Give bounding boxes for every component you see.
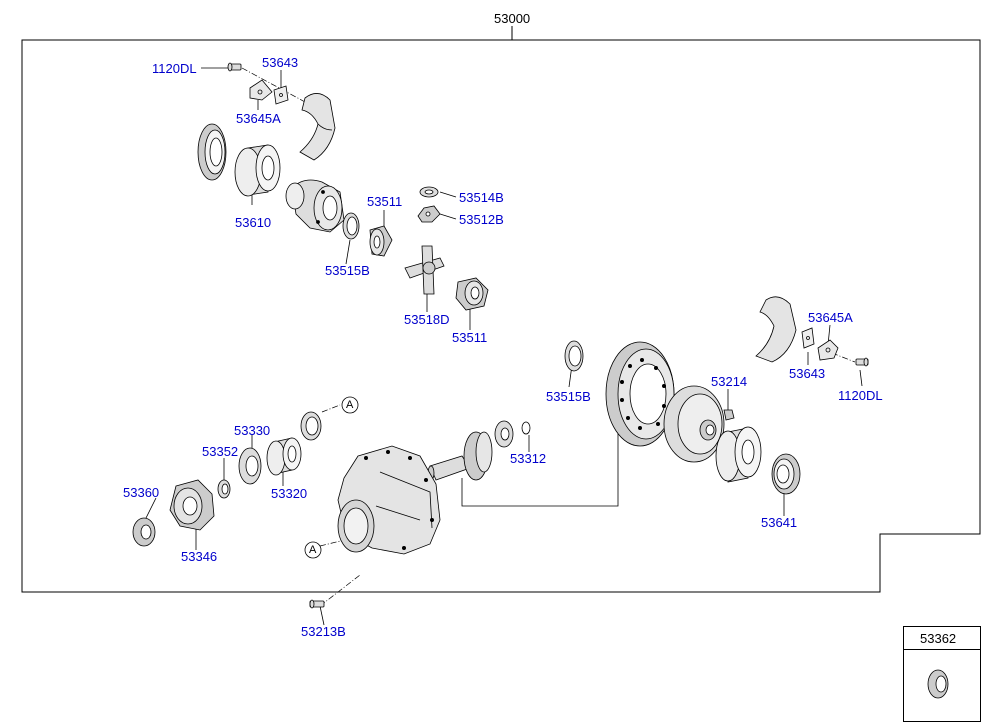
callout-53515b-right[interactable]: 53515B bbox=[546, 389, 591, 404]
assembly-number-label[interactable]: 53000 bbox=[494, 11, 531, 26]
side-gear-53511-top bbox=[369, 225, 393, 257]
callout-53645a-left[interactable]: 53645A bbox=[236, 111, 281, 126]
side-gear-53511-bottom bbox=[455, 277, 489, 311]
leader-lines bbox=[144, 67, 863, 626]
pinion-washer-53514b bbox=[419, 186, 439, 198]
callout-53320[interactable]: 53320 bbox=[271, 486, 308, 501]
bolt-53214 bbox=[723, 409, 735, 421]
nut-53360 bbox=[132, 517, 156, 547]
companion-flange-53346 bbox=[169, 479, 215, 531]
ref-marker-a-lower-label: A bbox=[309, 544, 317, 556]
differential-carrier-housing bbox=[337, 445, 441, 555]
callout-53643-left[interactable]: 53643 bbox=[262, 55, 299, 70]
bearing-53330 bbox=[238, 447, 262, 485]
inset-box-header bbox=[904, 627, 980, 650]
bolt-53213b bbox=[309, 599, 325, 609]
ref-marker-a-lower bbox=[304, 541, 322, 559]
bearing-53320 bbox=[266, 437, 302, 476]
ring-gear bbox=[605, 341, 675, 447]
callout-53514b[interactable]: 53514B bbox=[459, 190, 504, 205]
callout-53213b[interactable]: 53213B bbox=[301, 624, 346, 639]
callout-53352[interactable]: 53352 bbox=[202, 444, 239, 459]
differential-case bbox=[285, 179, 345, 233]
callout-53330[interactable]: 53330 bbox=[234, 423, 271, 438]
inset-box-title[interactable]: 53362 bbox=[920, 631, 957, 646]
callout-53511-top[interactable]: 53511 bbox=[367, 194, 403, 209]
adjuster-nut-left bbox=[197, 123, 227, 181]
pilot-bearing bbox=[494, 420, 514, 448]
ref-marker-a-upper bbox=[341, 396, 359, 414]
cross-shaft-53518d bbox=[404, 245, 445, 295]
callout-53518d[interactable]: 53518D bbox=[404, 312, 450, 327]
callout-53643-right[interactable]: 53643 bbox=[789, 366, 826, 381]
bearing-53610 bbox=[234, 144, 281, 197]
pinion-gear-53512b bbox=[417, 205, 441, 223]
callout-53312[interactable]: 53312 bbox=[510, 451, 547, 466]
callout-53214[interactable]: 53214 bbox=[711, 374, 748, 389]
lock-plate-53643-right bbox=[801, 327, 815, 349]
callout-53512b[interactable]: 53512B bbox=[459, 212, 504, 227]
ref-marker-a-upper-label: A bbox=[346, 399, 354, 411]
washer-53352 bbox=[217, 479, 231, 499]
differential-carrier-right bbox=[663, 385, 725, 463]
callout-53610[interactable]: 53610 bbox=[235, 215, 272, 230]
thrust-washer-left bbox=[342, 212, 360, 240]
callout-53515b-left[interactable]: 53515B bbox=[325, 263, 370, 278]
bearing-right bbox=[715, 426, 762, 483]
lock-53645a-left bbox=[249, 79, 273, 101]
callout-53346[interactable]: 53346 bbox=[181, 549, 218, 564]
thrust-washer-right bbox=[564, 340, 584, 372]
bolt-1120dl-left bbox=[227, 62, 242, 72]
callout-53360[interactable]: 53360 bbox=[123, 485, 160, 500]
oil-seal-53330-ring bbox=[300, 411, 322, 441]
inset-part-53362 bbox=[927, 669, 949, 699]
snap-ring-53312 bbox=[521, 421, 531, 435]
drive-pinion bbox=[427, 431, 493, 481]
callout-53641[interactable]: 53641 bbox=[761, 515, 798, 530]
assembly-outline bbox=[21, 39, 981, 593]
lock-plate-53643-left bbox=[273, 85, 289, 105]
callout-53645a-right[interactable]: 53645A bbox=[808, 310, 853, 325]
bearing-cap-left bbox=[299, 93, 336, 161]
inset-box: 53362 bbox=[903, 626, 981, 722]
lock-53645a-right bbox=[817, 339, 839, 361]
bolt-1120dl-right bbox=[855, 357, 869, 367]
callout-1120dl-left[interactable]: 1120DL bbox=[152, 61, 197, 76]
callout-53511-bottom[interactable]: 53511 bbox=[452, 330, 488, 345]
bearing-cap-right bbox=[755, 296, 797, 363]
callout-1120dl-right[interactable]: 1120DL bbox=[838, 388, 883, 403]
adjuster-nut-53641 bbox=[771, 453, 801, 495]
